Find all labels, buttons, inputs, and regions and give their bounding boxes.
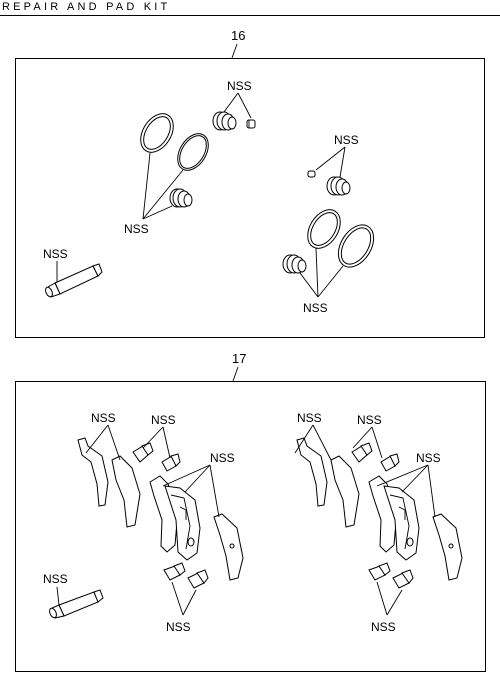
leader-c [142,205,173,220]
piston-seal-inner [143,116,171,150]
leader-e [237,92,252,119]
label-nss: NSS [43,572,68,586]
leader-r9 [386,589,403,616]
pad-right [368,475,420,561]
leader-l3 [142,426,164,449]
label-nss: NSS [166,620,191,634]
tube-end [92,263,103,277]
leader-l2 [107,424,121,461]
piston-seal-outer-right [307,209,341,249]
leader-l9 [182,589,197,616]
panel-17-frame [15,381,486,672]
shim-right-left [213,513,244,581]
leader-r3 [352,426,373,449]
dust-seal-inner [179,135,207,169]
shim-outer-left [77,437,109,507]
clip-set-lower-right [368,562,414,589]
title-rule [0,15,500,16]
label-nss: NSS [227,79,252,93]
leader-b [142,169,184,220]
right-small-group: NSS [307,133,359,196]
tube-body [54,265,99,295]
boot-right-lower [282,254,307,274]
top-boot-group: NSS [212,79,256,131]
leader-f [315,146,346,171]
leader-r6 [401,464,429,493]
dust-seal-outer-right [337,224,375,268]
ref-number-17: 17 [232,351,246,366]
boot-top [212,111,237,131]
label-nss: NSS [210,451,235,465]
label-nss: NSS [357,413,382,427]
grease-tube-16: NSS [43,247,103,298]
shim-inner-right [330,455,360,528]
cap-top [246,119,256,129]
grease-tube-17 [49,589,104,619]
shim-right-right [432,513,463,581]
label-nss: NSS [151,413,176,427]
boot-left [169,188,193,208]
leader-r8 [376,581,388,616]
shim-outer-right [296,437,328,507]
leader-l4 [162,426,171,459]
leader-l1 [85,424,109,454]
label-nss: NSS [371,620,396,634]
leader-g [339,146,346,178]
leader-r4 [371,426,383,459]
panel-16-frame [15,58,485,338]
dust-seal-inner-right [340,227,372,265]
ref-number-16: 16 [231,28,245,43]
left-seal-group: NSS [124,113,209,236]
tube-cap [45,286,53,298]
leader-h [299,272,319,298]
clip-set-lower-left [163,562,209,589]
ref-leader-17 [232,366,239,382]
clip-set-upper-right [351,442,400,472]
leader-i [315,247,319,298]
leader-l10 [56,586,60,606]
clip-set-upper-left [132,442,181,472]
shim-inner-left [111,455,141,528]
panel-17: 17 [15,351,486,672]
leader-d [223,92,239,113]
label-nss: NSS [303,301,328,315]
leader-r2 [312,424,332,461]
label-nss: NSS [43,247,68,261]
leader-r5 [376,464,429,487]
dust-seal-outer [177,133,209,171]
label-nss: NSS [334,133,359,147]
pad-set-right: NSS NSS NSS NSS [294,411,463,634]
leader-j [317,265,344,298]
leader-a [142,152,151,220]
piston-seal-inner-right [310,212,338,246]
label-nss: NSS [297,411,322,425]
pad-set-left: NSS NSS NSS NSS NSS [43,411,244,634]
leader-r7 [427,464,436,518]
boot-right [326,176,351,196]
label-nss: NSS [416,451,441,465]
piston-seal-outer [140,113,174,153]
page-title: REPAIR AND PAD KIT [2,1,171,13]
leader-l8 [171,581,184,616]
leader-r1 [294,424,314,454]
label-nss: NSS [124,222,149,236]
cap-right [307,170,316,178]
pad-left [149,475,201,561]
leader-l6 [184,464,211,493]
panel-16: 16 NSS [15,28,485,338]
leader-l5 [162,464,211,487]
label-nss: NSS [91,411,116,425]
ref-leader-16 [231,43,238,59]
right-seal-group: NSS [282,209,375,315]
leader-l7 [209,464,220,518]
